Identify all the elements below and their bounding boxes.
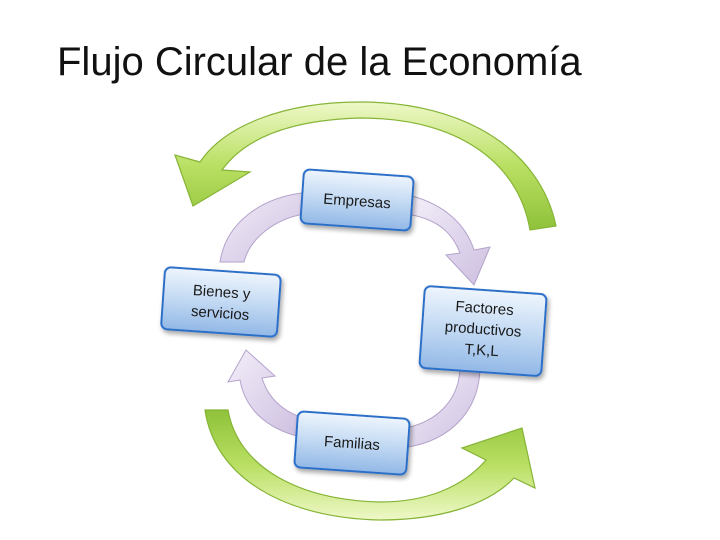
node-factores-productivos: Factores productivos T,K,L (418, 285, 548, 377)
node-factores-label-line2: productivos (444, 318, 522, 340)
inner-arrow-factores-familias (405, 369, 481, 448)
outer-arrow-top (174, 101, 557, 231)
inner-arrow-empresas-factores (411, 195, 491, 286)
node-bienes-label-line1: Bienes y (192, 282, 251, 303)
node-empresas: Empresas (299, 168, 415, 232)
inner-arrow-familias-bienes (227, 349, 301, 438)
node-factores-label-line3: T,K,L (464, 341, 499, 360)
slide-title: Flujo Circular de la Economía (57, 40, 582, 84)
node-factores-label-line1: Factores (455, 298, 514, 319)
node-familias: Familias (293, 410, 411, 476)
node-familias-label: Familias (324, 433, 381, 454)
node-empresas-label: Empresas (323, 191, 392, 213)
node-bienes-label-line2: servicios (190, 303, 249, 324)
outer-arrow-bottom (204, 409, 536, 521)
inner-arrow-bienes-empresas (219, 192, 305, 263)
node-bienes-servicios: Bienes y servicios (160, 266, 282, 338)
